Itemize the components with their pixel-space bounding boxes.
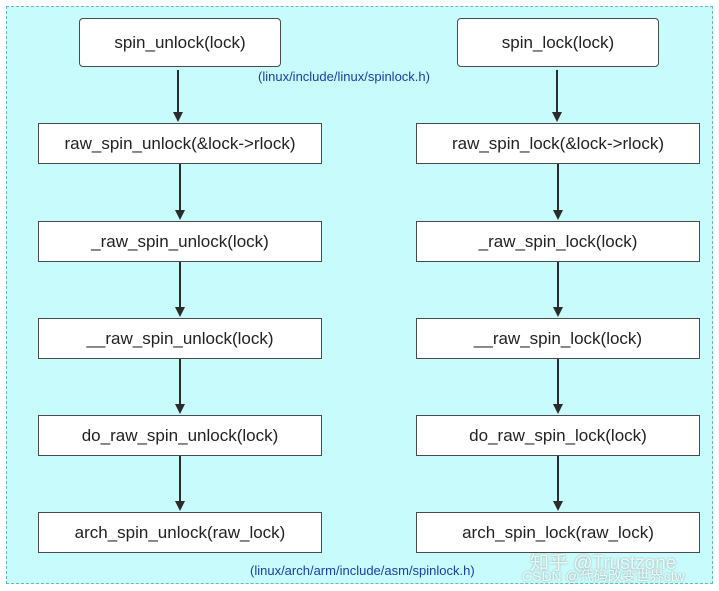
box-do-raw-spin-lock: do_raw_spin_lock(lock): [416, 415, 700, 456]
footer-path-label: (linux/arch/arm/include/asm/spinlock.h): [250, 563, 475, 578]
diagram-canvas: [6, 6, 713, 584]
watermark-zhihu: 知乎 @Trustzone: [530, 553, 677, 574]
box-raw-spin-lock: raw_spin_lock(&lock->rlock): [416, 123, 700, 164]
box-spin-unlock: spin_unlock(lock): [79, 18, 281, 67]
box-raw-spin-unlock: raw_spin_unlock(&lock->rlock): [38, 123, 322, 164]
box-spin-lock: spin_lock(lock): [457, 18, 659, 67]
box-underscore-raw-spin-unlock: _raw_spin_unlock(lock): [38, 221, 322, 262]
header-path-label: (linux/include/linux/spinlock.h): [258, 69, 430, 84]
box-arch-spin-unlock: arch_spin_unlock(raw_lock): [38, 512, 322, 553]
box-double-underscore-raw-spin-unlock: __raw_spin_unlock(lock): [38, 318, 322, 359]
watermark-csdn: CSDN @代码改变世界ctw: [522, 568, 685, 584]
box-do-raw-spin-unlock: do_raw_spin_unlock(lock): [38, 415, 322, 456]
box-double-underscore-raw-spin-lock: __raw_spin_lock(lock): [416, 318, 700, 359]
box-arch-spin-lock: arch_spin_lock(raw_lock): [416, 512, 700, 553]
box-underscore-raw-spin-lock: _raw_spin_lock(lock): [416, 221, 700, 262]
